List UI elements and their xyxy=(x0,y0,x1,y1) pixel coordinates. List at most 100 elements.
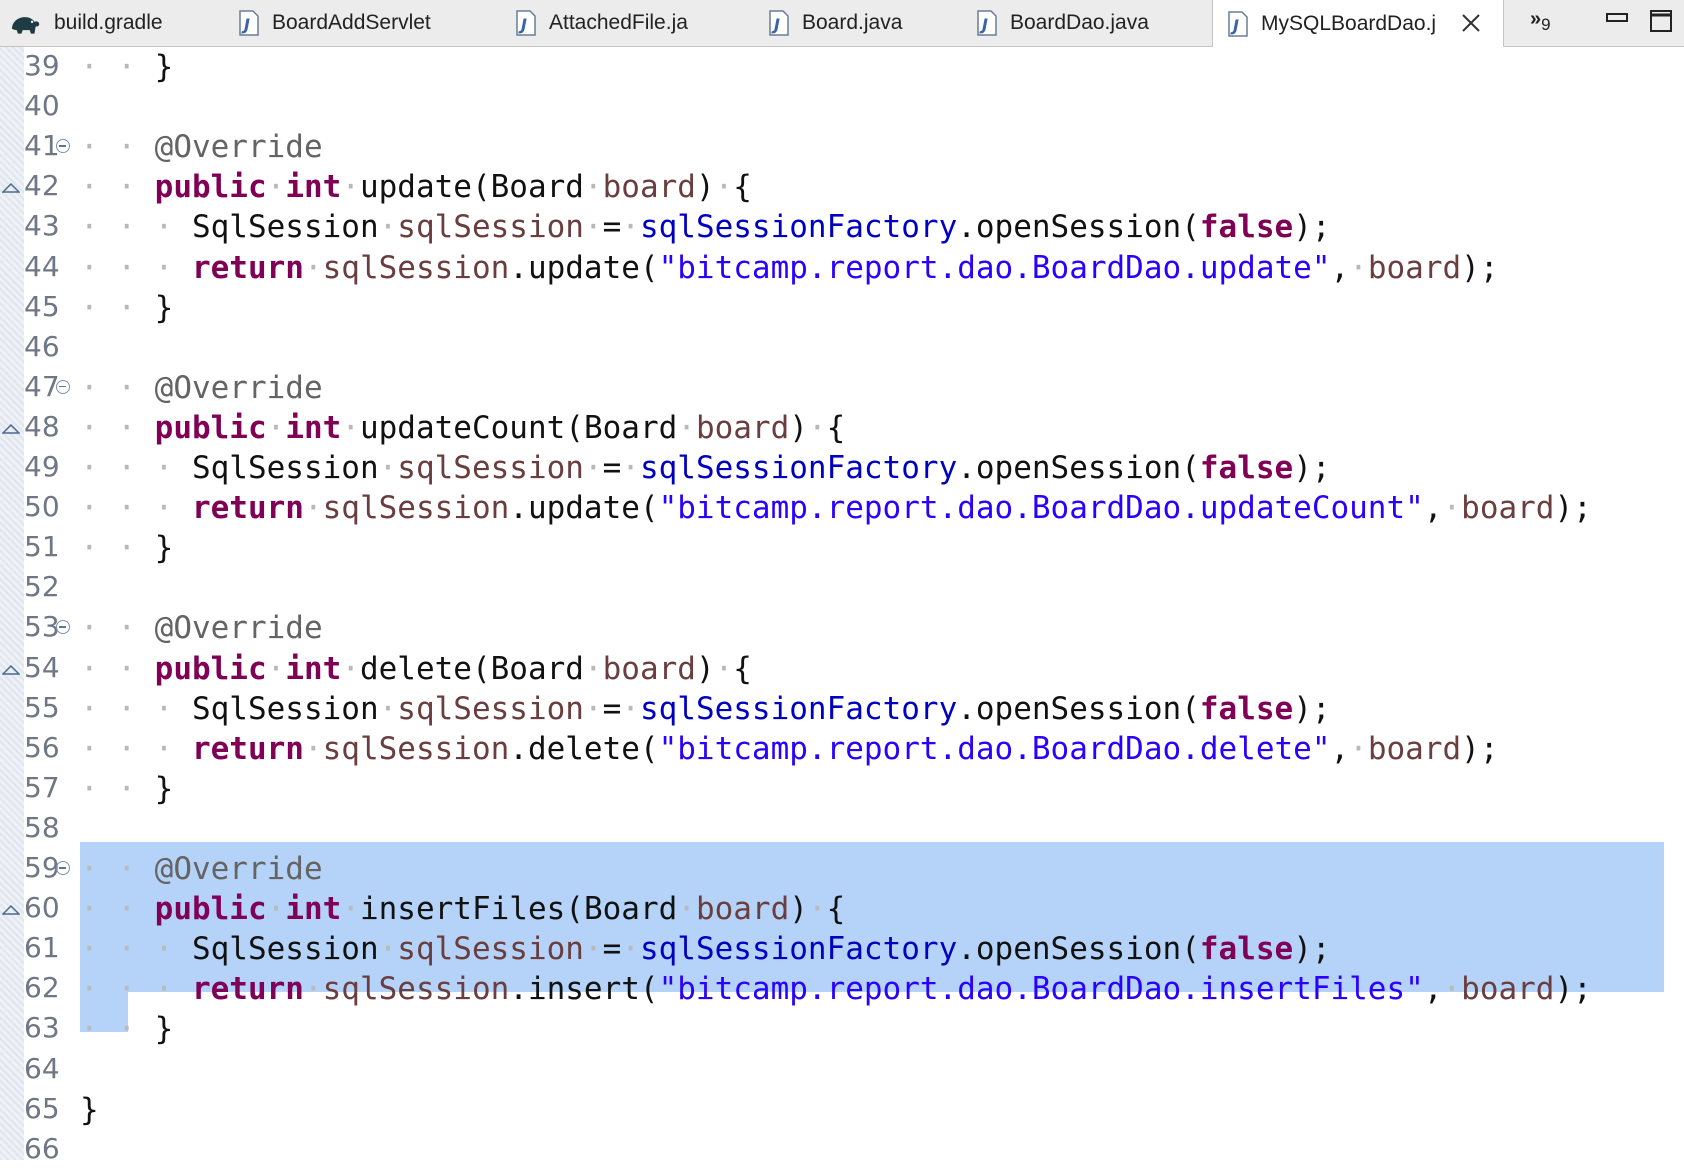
code-token: updateCount(Board xyxy=(359,409,678,446)
code-token: sqlSessionFactory xyxy=(639,931,958,968)
code-line[interactable]: 52 xyxy=(0,568,1684,608)
code-token: · xyxy=(378,209,398,246)
code-line[interactable]: 60· · public·int·insertFiles(Board·board… xyxy=(0,889,1684,929)
code-token: · xyxy=(583,450,603,486)
code-token: .openSession( xyxy=(957,931,1200,968)
override-triangle-icon[interactable] xyxy=(2,183,20,194)
code-token: SqlSession xyxy=(191,690,379,727)
code-text: · · · SqlSession·sqlSession·=·sqlSession… xyxy=(80,448,1331,488)
code-token: · · xyxy=(80,530,155,567)
code-token: sqlSession xyxy=(397,209,584,246)
tab-label: Board.java xyxy=(802,11,903,34)
code-token: SqlSession xyxy=(191,209,379,246)
code-token: { xyxy=(826,891,846,928)
code-token: · xyxy=(303,730,323,767)
code-token: · · · xyxy=(80,730,192,767)
code-line[interactable]: 55· · · SqlSession·sqlSession·=·sqlSessi… xyxy=(0,689,1684,729)
code-line[interactable]: 63· · } xyxy=(0,1009,1684,1049)
tab-board-java[interactable]: J Board.java xyxy=(768,0,968,46)
code-text: · · @Override xyxy=(80,368,323,408)
code-token: .openSession( xyxy=(957,450,1200,486)
override-triangle-icon[interactable] xyxy=(2,423,20,434)
editor-tab-bar: build.gradle J BoardAddServlet J Attache… xyxy=(0,0,1684,47)
code-token: ); xyxy=(1554,490,1592,527)
collapse-fold-icon[interactable] xyxy=(56,139,70,154)
code-token: board xyxy=(602,650,696,687)
line-number: 59 xyxy=(24,851,60,884)
svg-text:J: J xyxy=(771,15,780,34)
code-token: · xyxy=(303,490,323,527)
code-token: int xyxy=(285,169,342,206)
code-line[interactable]: 41· · @Override xyxy=(0,127,1684,167)
code-text: · · · return·sqlSession.delete("bitcamp.… xyxy=(80,729,1498,769)
code-token: · xyxy=(714,650,734,687)
overview-ruler xyxy=(0,47,24,1160)
tab-attached-file[interactable]: J AttachedFile.ja xyxy=(515,0,735,46)
code-line[interactable]: 58 xyxy=(0,809,1684,849)
code-line[interactable]: 56· · · return·sqlSession.delete("bitcam… xyxy=(0,729,1684,769)
code-token: · · xyxy=(80,409,155,446)
override-triangle-icon[interactable] xyxy=(2,905,20,915)
code-token: false xyxy=(1199,690,1294,727)
line-number: 58 xyxy=(24,810,60,844)
code-token: · · xyxy=(80,891,155,928)
code-line[interactable]: 61· · · SqlSession·sqlSession·=·sqlSessi… xyxy=(0,929,1684,969)
code-token: · xyxy=(303,249,323,286)
code-token: board xyxy=(695,891,790,928)
tab-mysql-board-dao[interactable]: J MySQLBoardDao.j xyxy=(1212,0,1504,47)
code-token: · xyxy=(583,690,603,727)
code-line[interactable]: 42· · public·int·update(Board·board)·{ xyxy=(0,167,1684,207)
code-line[interactable]: 45· · } xyxy=(0,288,1684,328)
code-line[interactable]: 59· · @Override xyxy=(0,849,1684,889)
code-line[interactable]: 62· · · return·sqlSession.insert("bitcam… xyxy=(0,969,1684,1009)
tab-build-gradle[interactable]: build.gradle xyxy=(8,0,228,46)
code-token: · · xyxy=(80,1011,155,1048)
minimize-icon[interactable] xyxy=(1606,12,1628,24)
code-token: return xyxy=(191,971,304,1008)
code-line[interactable]: 40 xyxy=(0,87,1684,127)
code-line[interactable]: 44· · · return·sqlSession.update("bitcam… xyxy=(0,248,1684,288)
code-token: @Override xyxy=(154,610,323,647)
code-line[interactable]: 49· · · SqlSession·sqlSession·=·sqlSessi… xyxy=(0,448,1684,488)
maximize-icon[interactable] xyxy=(1650,10,1672,32)
code-token: · xyxy=(1349,730,1368,767)
code-line[interactable]: 51· · } xyxy=(0,528,1684,568)
code-token: false xyxy=(1199,209,1294,246)
code-token: ); xyxy=(1293,931,1331,968)
code-line[interactable]: 53 · · @Override xyxy=(0,608,1684,648)
code-token: · xyxy=(677,409,696,446)
code-line[interactable]: 39· · } xyxy=(0,47,1684,87)
code-line[interactable]: 46 xyxy=(0,328,1684,368)
override-triangle-icon[interactable] xyxy=(2,664,20,675)
code-token: · · xyxy=(80,610,155,647)
code-line[interactable]: 54· · public·int·delete(Board·board)·{ xyxy=(0,649,1684,689)
code-token: · xyxy=(621,931,640,968)
code-line[interactable]: 57· · } xyxy=(0,769,1684,809)
code-line[interactable]: 48· · public·int·updateCount(Board·board… xyxy=(0,408,1684,448)
code-token: = xyxy=(602,450,622,486)
code-token: @Override xyxy=(154,129,323,166)
collapse-fold-icon[interactable] xyxy=(56,379,70,394)
code-token: board xyxy=(1461,490,1555,527)
code-token: , xyxy=(1423,490,1443,527)
code-token: sqlSession xyxy=(397,931,584,968)
tab-overflow-button[interactable]: »9 xyxy=(1530,8,1551,35)
collapse-fold-icon[interactable] xyxy=(56,861,70,875)
close-icon[interactable] xyxy=(1461,13,1481,33)
code-line[interactable]: 66 xyxy=(0,1130,1684,1170)
code-line[interactable]: 43· · · SqlSession·sqlSession·=·sqlSessi… xyxy=(0,207,1684,247)
code-token: · xyxy=(378,931,398,968)
tab-board-dao-java[interactable]: J BoardDao.java xyxy=(976,0,1206,46)
code-line[interactable]: 47· · @Override xyxy=(0,368,1684,408)
code-token: · xyxy=(341,409,360,446)
code-line[interactable]: 64 xyxy=(0,1050,1684,1090)
code-token: sqlSession xyxy=(322,730,510,767)
collapse-fold-icon[interactable] xyxy=(56,620,70,635)
tab-board-add-servlet[interactable]: J BoardAddServlet xyxy=(238,0,498,46)
code-token: ); xyxy=(1554,971,1592,1008)
code-line[interactable]: 65} xyxy=(0,1090,1684,1130)
code-token: board xyxy=(695,409,790,446)
line-number: 53 xyxy=(24,610,60,644)
code-line[interactable]: 50· · · return·sqlSession.update("bitcam… xyxy=(0,488,1684,528)
